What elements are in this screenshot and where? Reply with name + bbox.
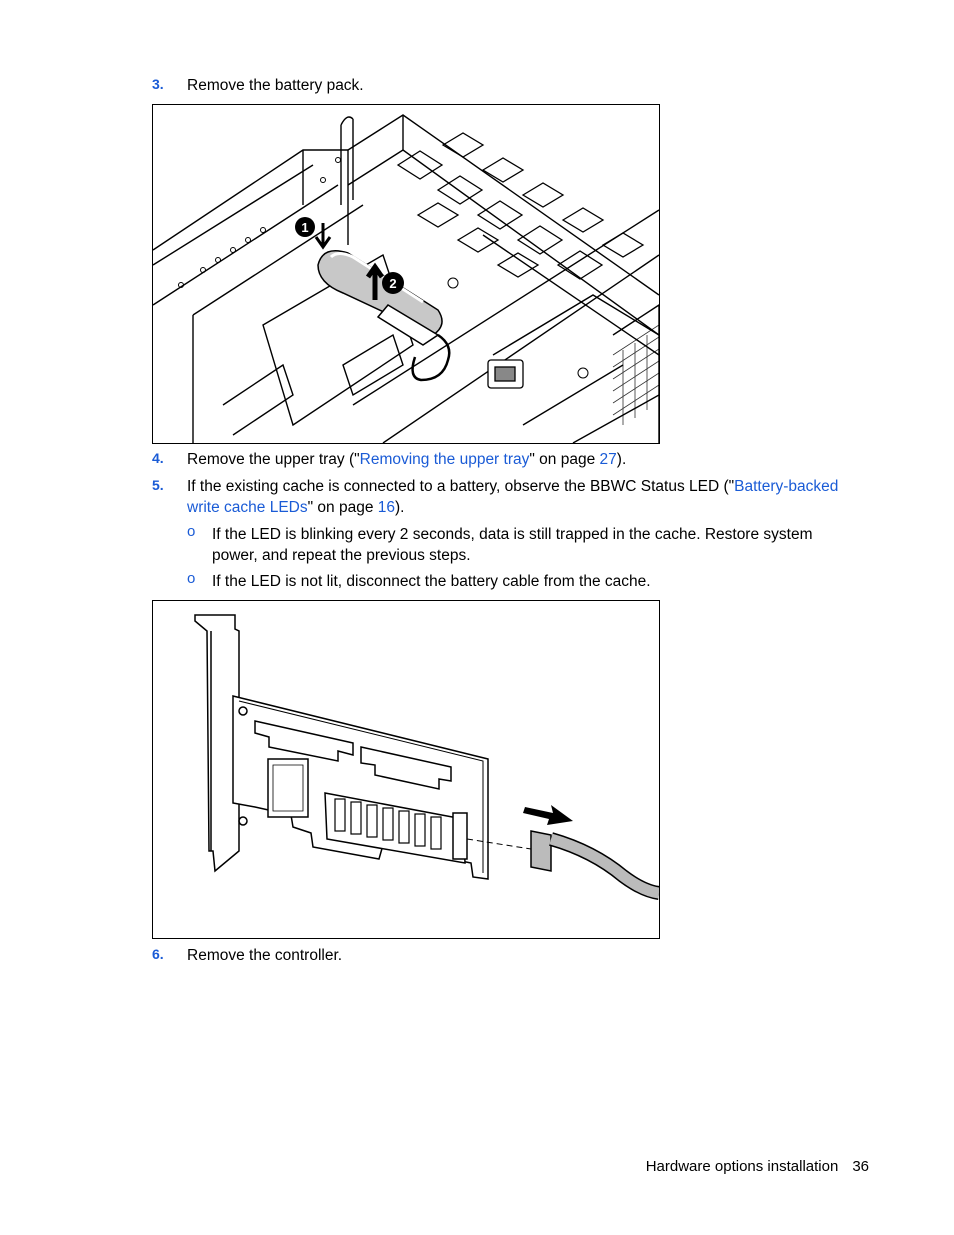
page-footer: Hardware options installation 36: [646, 1158, 869, 1175]
callout-2: 2: [389, 276, 396, 291]
step-text: Remove the battery pack.: [187, 77, 364, 94]
substep-text: If the LED is not lit, disconnect the ba…: [212, 573, 651, 590]
step-number: 5.: [152, 477, 164, 493]
battery-removal-illustration: 1 2: [152, 104, 660, 444]
bullet-marker: o: [187, 570, 196, 587]
step-text-pre: If the existing cache is connected to a …: [187, 478, 735, 495]
removing-upper-tray-link[interactable]: Removing the upper tray: [359, 451, 530, 468]
bullet-marker: o: [187, 523, 196, 540]
step-number: 6.: [152, 946, 164, 962]
step-text: Remove the upper tray ("Removing the upp…: [187, 450, 867, 471]
cable-disconnect-illustration: [152, 600, 660, 939]
step-text-post: ).: [395, 498, 405, 516]
step-text: If the existing cache is connected to a …: [187, 477, 867, 518]
controller-illustration-svg: [194, 614, 659, 900]
page-16-link[interactable]: 16: [377, 498, 396, 516]
footer-page-number: 36: [852, 1158, 869, 1175]
step-text-post: ).: [616, 451, 627, 468]
footer-section-title: Hardware options installation: [645, 1158, 839, 1175]
substep-text: If the LED is blinking every 2 seconds, …: [212, 526, 813, 564]
step-text-mid: " on page: [529, 451, 600, 468]
page-27-link[interactable]: 27: [599, 451, 617, 468]
battery-illustration-svg: 1 2: [153, 114, 659, 443]
step-number: 4.: [152, 450, 164, 466]
step-text-mid: " on page: [307, 498, 378, 516]
step-text: Remove the controller.: [187, 947, 343, 964]
step-number: 3.: [152, 76, 164, 92]
step-text-pre: Remove the upper tray (": [187, 451, 360, 468]
callout-1: 1: [301, 220, 308, 235]
bbwc-leds-link[interactable]: Battery-backed write cache LEDs: [187, 478, 839, 516]
